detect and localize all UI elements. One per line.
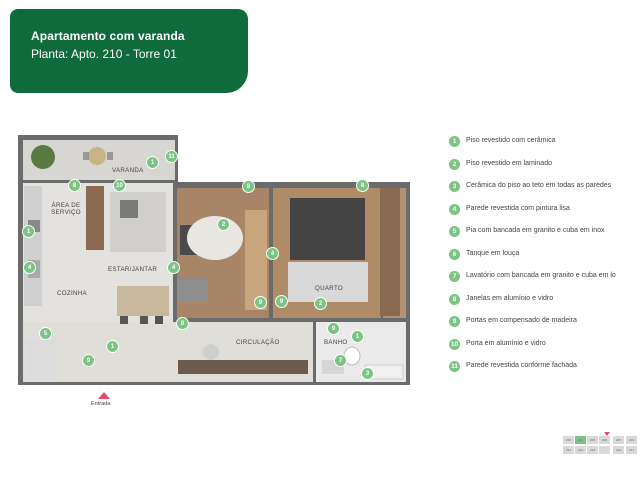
plan-marker: 2: [218, 219, 229, 230]
legend-item: 9 Portas em compensado de madeira: [449, 315, 640, 338]
floor-plan: VARANDA ÁREA DE SERVIÇO ESTAR/JANTAR COZ…: [18, 135, 410, 407]
page-subtitle: Planta: Apto. 210 - Torre 01: [31, 47, 177, 61]
key-plan-unit: 216: [613, 446, 624, 454]
plan-marker: 1: [147, 157, 158, 168]
legend-item: 2 Piso revestido em laminado: [449, 158, 640, 181]
legend-text: Piso revestido com cerâmica: [466, 137, 556, 144]
legend-number: 8: [449, 293, 460, 305]
plan-marker: 4: [267, 248, 278, 259]
key-plan-unit: 209: [587, 436, 598, 444]
legend-item: 8 Janelas em alumínio e vidro: [449, 293, 640, 316]
legend-item: 3 Cerâmica do piso ao teto em todas as pa…: [449, 180, 640, 203]
room-label-banho: BANHO: [324, 339, 348, 346]
plan-marker: 8: [177, 318, 188, 329]
legend-text: Parede revestida com pintura lisa: [466, 204, 570, 212]
plan-marker: 9: [255, 297, 266, 308]
plan-marker: 4: [24, 262, 35, 273]
key-plan-unit: 211: [563, 446, 574, 454]
legend-item: 11 Parede revestida conforme fachada: [449, 360, 640, 383]
key-plan-unit: 212: [575, 446, 586, 454]
legend-number: 4: [449, 203, 460, 215]
legend-text: Piso revestido em laminado: [466, 159, 552, 167]
plan-marker: 9: [276, 296, 287, 307]
room-label-cozinha: COZINHA: [57, 290, 87, 297]
legend-number: 3: [449, 181, 460, 192]
legend-item: 7 Lavatório com bancada em granito e cuba…: [449, 270, 640, 293]
entrance-label: Entrada: [91, 401, 111, 407]
legend-text: Lavatório com bancada em granito e cuba …: [466, 272, 616, 279]
plan-marker: 1: [23, 226, 34, 237]
legend-number: 5: [449, 226, 460, 237]
key-plan-unit: 213: [587, 446, 598, 454]
legend: 1 Piso revestido com cerâmica 2 Piso reves…: [449, 135, 640, 383]
legend-number: 2: [449, 158, 460, 170]
page-title: Apartamento com varanda: [31, 29, 185, 43]
plan-marker: 9: [83, 355, 94, 366]
key-plan-unit: 204: [626, 436, 637, 444]
legend-number: 1: [449, 136, 460, 147]
key-plan-unit-current: 210: [575, 436, 586, 444]
legend-number: 11: [449, 361, 460, 372]
room-label-estar-jantar: ESTAR/JANTAR: [108, 266, 158, 273]
entrance-arrow-icon: [98, 392, 110, 399]
plan-marker: 3: [362, 368, 373, 379]
key-plan-unit: [599, 446, 610, 454]
plan-marker: 2: [315, 298, 326, 309]
plan-marker: 8: [243, 181, 254, 192]
legend-text: Tanque em louça: [466, 249, 520, 257]
legend-number: 6: [449, 248, 460, 260]
legend-text: Parede revestida conforme fachada: [466, 362, 577, 369]
key-plan-unit: 210: [563, 436, 574, 444]
legend-text: Pia com bancada em granito e cuba em ino…: [466, 227, 605, 234]
key-plan-unit: 208: [599, 436, 610, 444]
room-label-circulacao: CIRCULAÇÃO: [236, 339, 280, 346]
key-plan: 210 210 209 208 205 204 211 212 213 216 …: [563, 432, 640, 456]
plan-marker: 8: [69, 180, 80, 191]
legend-item: 4 Parede revestida com pintura lisa: [449, 203, 640, 226]
plan-marker: 1: [107, 341, 118, 352]
legend-number: 10: [449, 338, 460, 350]
floor-plan-drawing: [18, 135, 410, 385]
legend-number: 7: [449, 271, 460, 282]
plan-marker: 10: [114, 180, 125, 191]
legend-item: 10 Porta em alumínio e vidro: [449, 338, 640, 361]
room-label-area-servico: ÁREA DE SERVIÇO: [51, 202, 81, 216]
legend-item: 5 Pia com bancada em granito e cuba em in…: [449, 225, 640, 248]
current-unit-marker-icon: [604, 432, 610, 436]
plan-marker: 11: [166, 151, 177, 162]
legend-number: 9: [449, 316, 460, 327]
plan-marker: 8: [357, 180, 368, 191]
legend-item: 1 Piso revestido com cerâmica: [449, 135, 640, 158]
legend-text: Portas em compensado de madeira: [466, 317, 577, 324]
legend-text: Janelas em alumínio e vidro: [466, 294, 554, 302]
plan-marker: 9: [328, 323, 339, 334]
header-banner: Apartamento com varanda Planta: Apto. 21…: [10, 9, 248, 93]
legend-item: 6 Tanque em louça: [449, 248, 640, 271]
plan-marker: 7: [335, 355, 346, 366]
legend-text: Cerâmica do piso ao teto em todas as par…: [466, 182, 612, 189]
room-label-varanda: VARANDA: [112, 167, 144, 174]
legend-text: Porta em alumínio e vidro: [466, 339, 546, 347]
key-plan-unit: 217: [626, 446, 637, 454]
room-label-quarto: QUARTO: [315, 285, 344, 292]
plan-marker: 4: [168, 262, 179, 273]
plan-marker: 1: [352, 331, 363, 342]
key-plan-unit: 205: [613, 436, 624, 444]
plan-marker: 5: [40, 328, 51, 339]
